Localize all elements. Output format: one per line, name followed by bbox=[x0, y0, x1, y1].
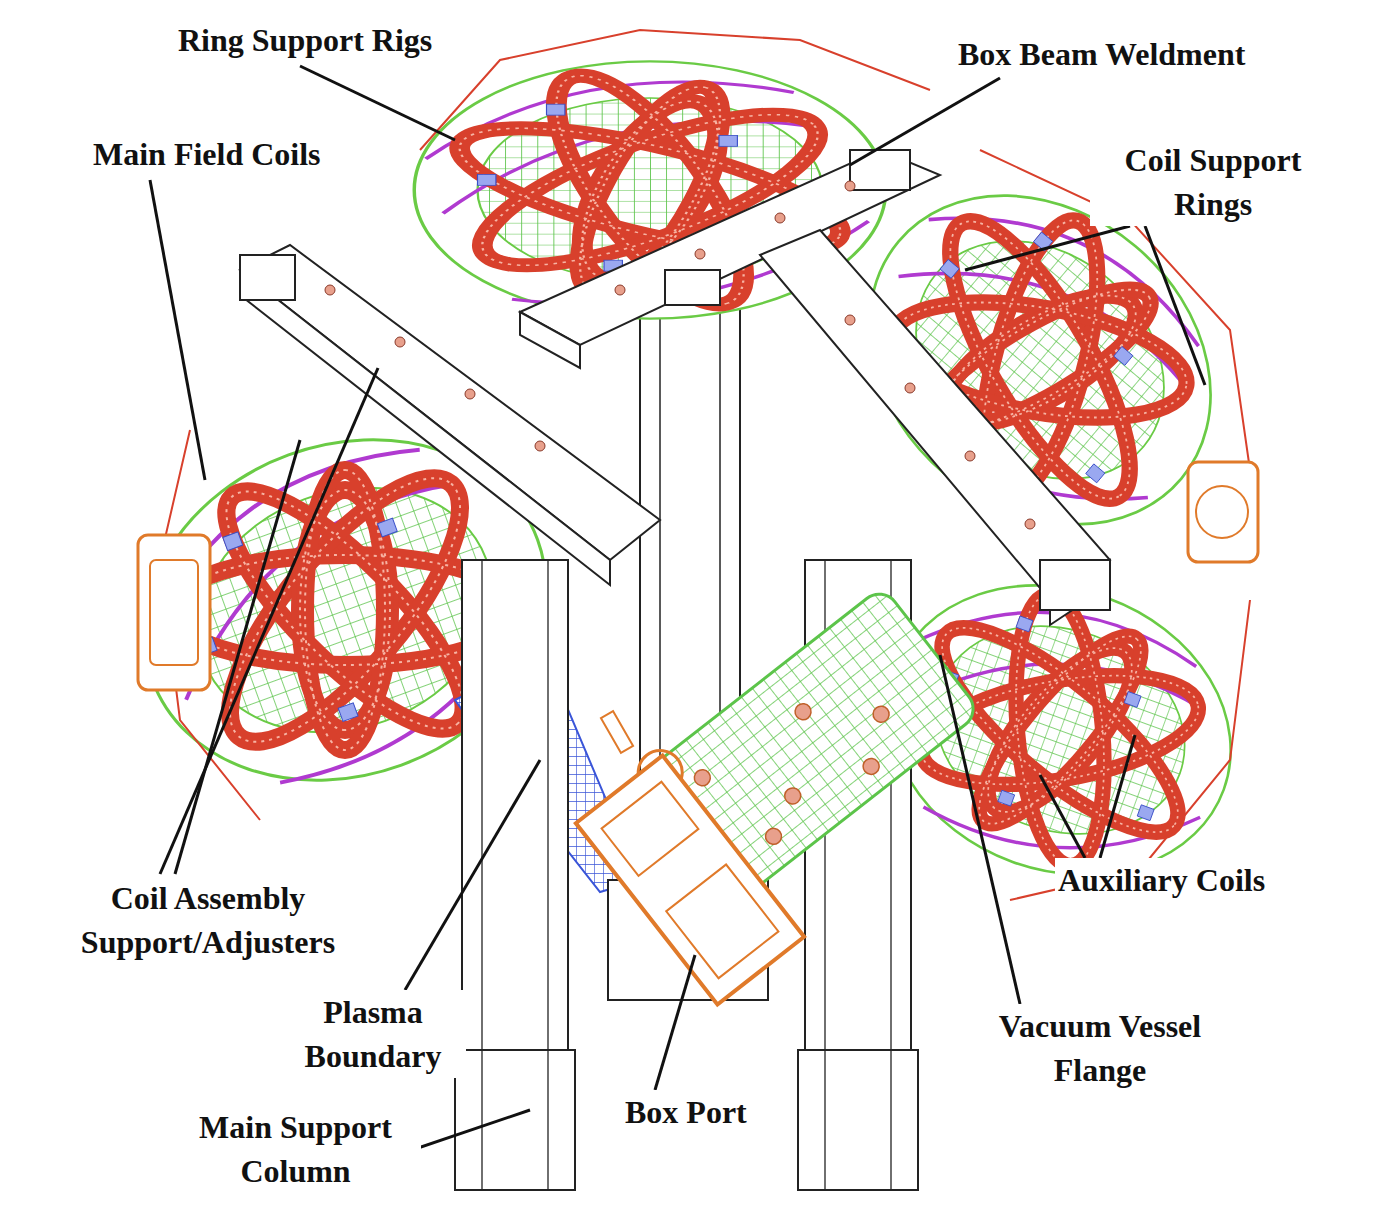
leader-line bbox=[150, 66, 1205, 1165]
part-label: Box Port bbox=[622, 1090, 750, 1134]
part-label: Vacuum Vessel Flange bbox=[962, 1004, 1238, 1092]
part-label: Main Field Coils bbox=[90, 132, 324, 176]
part-label: Main Support Column bbox=[170, 1105, 421, 1193]
part-label: Box Beam Weldment bbox=[955, 32, 1248, 76]
part-label: Auxiliary Coils bbox=[1055, 858, 1268, 902]
part-label: Coil Support Rings bbox=[1090, 138, 1336, 226]
part-label: Coil Assembly Support/Adjusters bbox=[45, 876, 371, 964]
part-label: Ring Support Rigs bbox=[175, 18, 435, 62]
part-label: Plasma Boundary bbox=[280, 990, 466, 1078]
